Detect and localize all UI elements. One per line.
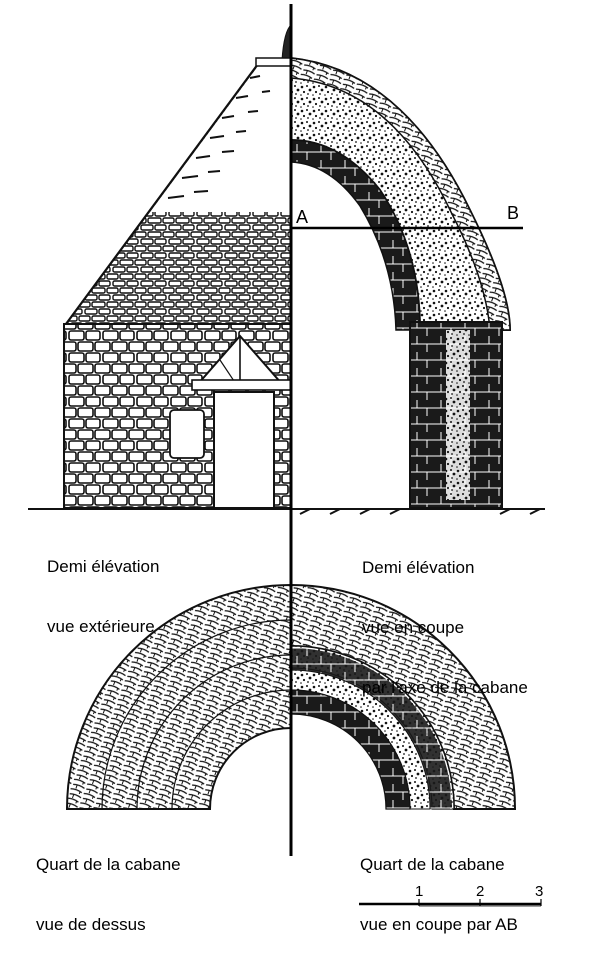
caption-bottom-left: Quart de la cabane vue de dessus — [36, 815, 181, 955]
caption-line: vue en coupe — [362, 618, 465, 637]
caption-line: Demi élévation — [47, 557, 160, 576]
top-view-quarter — [65, 583, 291, 810]
caption-line: vue en coupe par AB — [360, 915, 518, 934]
hut-diagram — [28, 4, 545, 907]
ground-line-right — [291, 508, 545, 515]
top-view-ring — [65, 583, 291, 810]
roof-finial — [281, 24, 291, 61]
caption-line: par l'axe de la cabane — [362, 678, 528, 697]
scale-tick-label: 1 — [415, 883, 424, 900]
roof-upper — [150, 64, 291, 212]
caption-line: Quart de la cabane — [360, 855, 505, 874]
roof-upper-stones — [167, 75, 271, 199]
scale-tick-label: 2 — [476, 883, 485, 900]
label-a: A — [296, 207, 309, 227]
scale-bar — [359, 899, 542, 907]
caption-top-left: Demi élévation vue extérieure — [47, 517, 159, 657]
doorway — [213, 391, 275, 509]
section-half-elevation — [291, 56, 545, 515]
caption-bottom-right: Quart de la cabane vue en coupe par AB — [360, 815, 518, 955]
section-quarter-dark-outer — [291, 648, 452, 809]
caption-line: Demi élévation — [362, 558, 475, 577]
caption-line: vue extérieure — [47, 617, 155, 636]
caption-line: vue de dessus — [36, 915, 146, 934]
section-quarter-dark-inner — [291, 689, 411, 810]
exterior-half-elevation — [28, 24, 291, 510]
label-b: B — [507, 203, 520, 223]
section-quarter — [291, 583, 517, 810]
caption-top-right: Demi élévation vue en coupe par l'axe de… — [362, 518, 528, 718]
scale-tick-label: 3 — [535, 883, 544, 900]
caption-line: Quart de la cabane — [36, 855, 181, 874]
